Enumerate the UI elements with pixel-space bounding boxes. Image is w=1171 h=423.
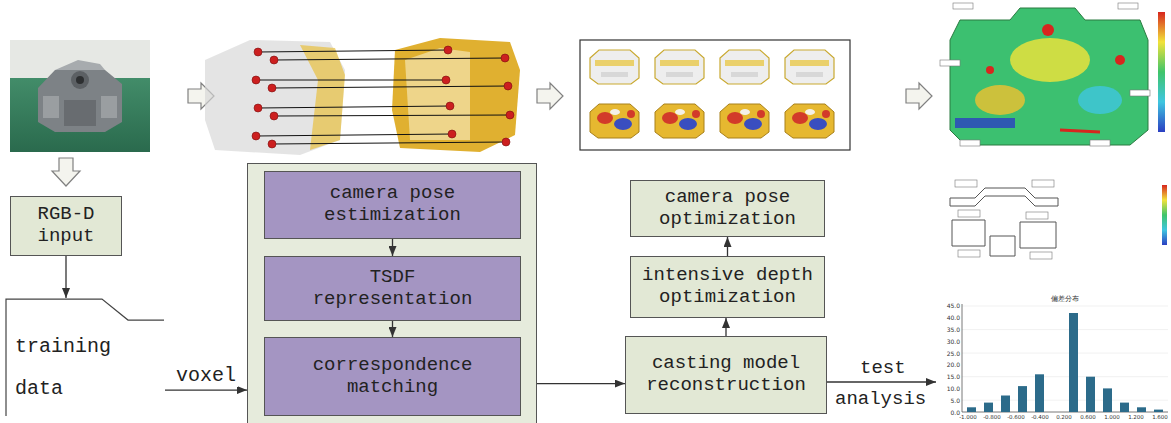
axis-tick-label: 0.200: [1056, 414, 1072, 421]
process-box: casting model reconstruction: [625, 336, 827, 414]
edge-text: analysis: [835, 388, 926, 411]
edge-label: voxel: [174, 364, 238, 387]
node-text: casting model reconstruction: [632, 353, 820, 397]
chart-title: 偏差分布: [1051, 295, 1079, 303]
flow-arrow: [727, 237, 728, 256]
process-box: intensive depth optimization: [630, 256, 825, 318]
cross-section: [950, 180, 1167, 259]
deviation-heatmap: [940, 3, 1165, 146]
node-text: intensive depth optimization: [637, 265, 818, 309]
flow-arrow: [537, 383, 625, 384]
process-box: correspondence matching: [264, 337, 521, 416]
axis-tick-label: -0.600: [1007, 414, 1025, 421]
process-box: camera pose estimization: [264, 171, 521, 239]
node-text: training data: [15, 326, 125, 410]
axis-tick-label: 45.0: [947, 302, 960, 309]
axis-tick-label: -0.800: [983, 414, 1001, 421]
axis-tick-label: 0.600: [1080, 414, 1096, 421]
axis-tick-label: 15.0: [947, 373, 960, 380]
axis-tick-label: 25.0: [947, 350, 960, 357]
edge-text: test: [860, 357, 906, 380]
process-box: TSDF representation: [264, 256, 521, 321]
axis-tick-label: -1.000: [959, 414, 977, 421]
module-panel: camera pose estimizationTSDF representat…: [247, 163, 537, 423]
axis-tick-label: 30.0: [947, 338, 960, 345]
data-document: training data: [5, 298, 165, 416]
node-text: TSDF representation: [298, 267, 488, 311]
axis-tick-label: 0.0: [950, 409, 960, 416]
axis-tick-label: 1.200: [1128, 414, 1144, 421]
casting-photo: [10, 40, 150, 152]
model-thumbnails: [580, 40, 850, 150]
correspondence-figure: [205, 38, 520, 155]
node-text: camera pose estimization: [271, 183, 514, 227]
test-analysis-arrow: [827, 382, 936, 383]
node-text: camera pose optimization: [637, 187, 818, 231]
process-box: RGB-D input: [10, 196, 122, 256]
axis-tick-label: 5.0: [950, 397, 960, 404]
axis-tick-label: 20.0: [947, 361, 960, 368]
axis-tick-label: -0.400: [1031, 414, 1049, 421]
axis-tick-label: 1.000: [1104, 414, 1120, 421]
axis-tick-label: 40.0: [947, 314, 960, 321]
flow-arrow: [165, 389, 247, 390]
node-text: correspondence matching: [271, 355, 514, 399]
axis-tick-label: 10.0: [947, 385, 960, 392]
axis-tick-label: 35.0: [947, 326, 960, 333]
flow-arrow: [65, 256, 66, 298]
deviation-bar-chart: [962, 304, 1168, 412]
process-box: camera pose optimization: [630, 180, 825, 237]
node-text: RGB-D input: [17, 204, 115, 248]
axis-tick-label: 1.600: [1152, 414, 1168, 421]
flow-arrow: [725, 318, 726, 336]
